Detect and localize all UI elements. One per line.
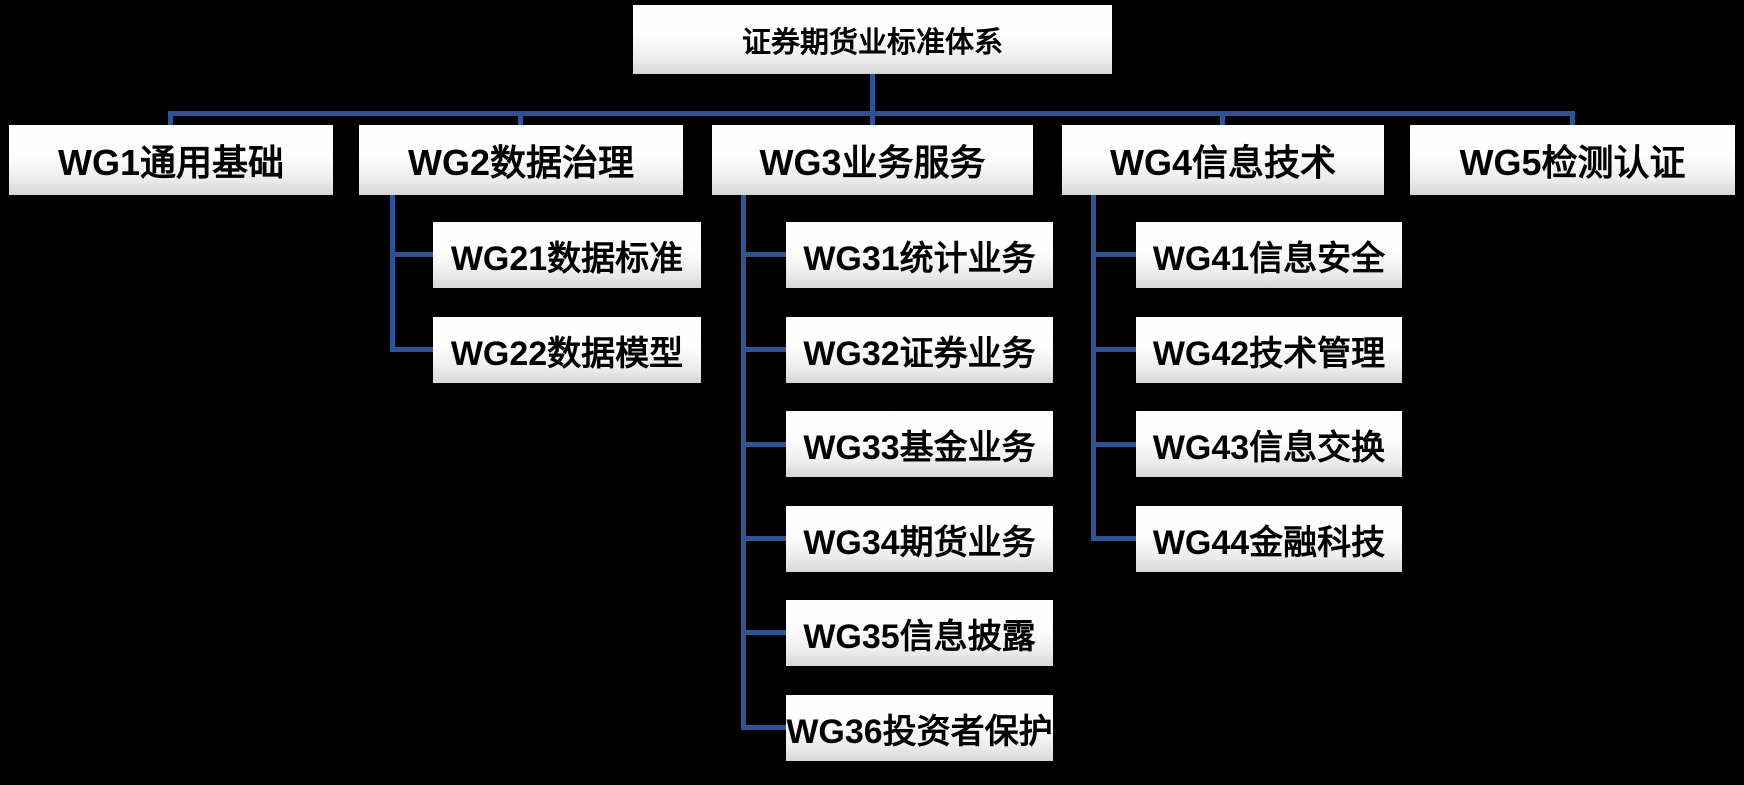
group-node-wg5: WG5检测认证 bbox=[1410, 125, 1735, 195]
root-node: 证券期货业标准体系 bbox=[633, 5, 1112, 74]
child-node-wg32: WG32证券业务 bbox=[786, 317, 1053, 383]
child-node-wg43: WG43信息交换 bbox=[1136, 411, 1402, 477]
connector-drop-wg1 bbox=[168, 111, 173, 127]
connector-stub-wg21 bbox=[390, 252, 433, 257]
connector-drop-wg2 bbox=[518, 111, 523, 127]
connector-stub-wg34 bbox=[741, 536, 786, 541]
connector-vline-wg3 bbox=[741, 195, 746, 730]
group-node-wg4: WG4信息技术 bbox=[1062, 125, 1384, 195]
child-node-wg42: WG42技术管理 bbox=[1136, 317, 1402, 383]
connector-stub-wg32 bbox=[741, 347, 786, 352]
connector-drop-wg3 bbox=[870, 111, 875, 127]
child-node-wg33: WG33基金业务 bbox=[786, 411, 1053, 477]
connector-vline-wg4 bbox=[1091, 195, 1096, 541]
child-node-wg21: WG21数据标准 bbox=[433, 222, 701, 288]
connector-drop-wg4 bbox=[1220, 111, 1225, 127]
connector-vline-wg2 bbox=[390, 195, 395, 352]
connector-stub-wg44 bbox=[1091, 536, 1136, 541]
connector-stub-wg33 bbox=[741, 442, 786, 447]
child-node-wg41: WG41信息安全 bbox=[1136, 222, 1402, 288]
connector-stub-wg42 bbox=[1091, 347, 1136, 352]
connector-stub-wg31 bbox=[741, 252, 786, 257]
child-node-wg22: WG22数据模型 bbox=[433, 317, 701, 383]
connector-stub-wg22 bbox=[390, 347, 433, 352]
child-node-wg36: WG36投资者保护 bbox=[786, 695, 1053, 761]
connector-stub-wg35 bbox=[741, 630, 786, 635]
group-node-wg1: WG1通用基础 bbox=[9, 125, 333, 195]
connector-drop-wg5 bbox=[1570, 111, 1575, 127]
connector-stub-wg36 bbox=[741, 725, 786, 730]
connector-stub-wg41 bbox=[1091, 252, 1136, 257]
child-node-wg31: WG31统计业务 bbox=[786, 222, 1053, 288]
child-node-wg35: WG35信息披露 bbox=[786, 600, 1053, 666]
child-node-wg34: WG34期货业务 bbox=[786, 506, 1053, 572]
connector-root-stub bbox=[870, 74, 875, 116]
group-node-wg3: WG3业务服务 bbox=[712, 125, 1033, 195]
child-node-wg44: WG44金融科技 bbox=[1136, 506, 1402, 572]
group-node-wg2: WG2数据治理 bbox=[359, 125, 683, 195]
connector-stub-wg43 bbox=[1091, 442, 1136, 447]
